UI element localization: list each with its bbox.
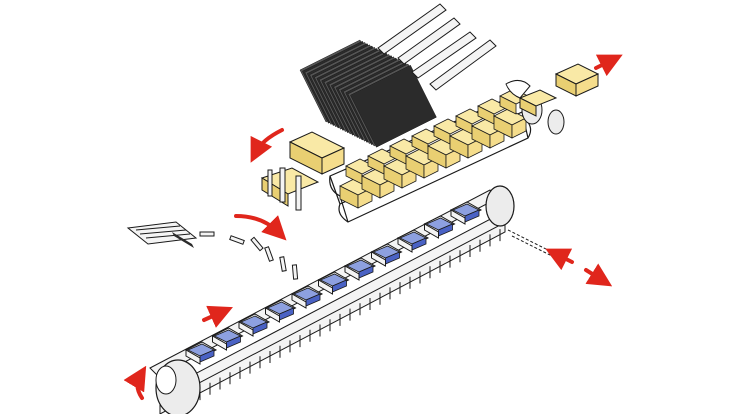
leaflet-sheet xyxy=(229,235,245,245)
conveyor-infeed-arrow xyxy=(202,305,233,328)
product-item xyxy=(343,257,377,281)
product-item xyxy=(211,327,244,351)
product-item xyxy=(317,271,350,295)
carton-flow-arrow xyxy=(250,128,284,163)
finished-carton xyxy=(505,63,600,117)
product-item xyxy=(237,313,271,337)
carton-item xyxy=(339,158,377,209)
adjust-arrow xyxy=(545,248,613,287)
product-item xyxy=(423,215,456,239)
leaflet-sheet xyxy=(250,236,264,252)
product-item xyxy=(396,229,430,253)
leaflet-sheet xyxy=(279,256,287,272)
carton-transport-frame xyxy=(329,88,565,223)
product-item xyxy=(370,243,403,267)
output-arrow xyxy=(594,54,623,77)
leaflet-sheet xyxy=(199,231,215,237)
product-conveyor xyxy=(149,185,553,414)
rear-roller xyxy=(485,185,515,227)
return-arrow xyxy=(123,365,147,400)
carton-erector xyxy=(260,131,346,211)
leaflet-sheet xyxy=(264,246,274,262)
product-item xyxy=(290,285,324,309)
drive-shaft xyxy=(507,229,553,257)
product-item xyxy=(449,201,483,225)
product-item xyxy=(184,341,218,365)
carton-blank-magazine xyxy=(299,3,497,148)
carton-item xyxy=(383,138,421,189)
leaflet-sheet xyxy=(291,264,299,280)
product-item xyxy=(264,299,297,323)
leaflet-feeder xyxy=(126,221,299,280)
blank-feed-arrow xyxy=(234,214,287,241)
carton-item xyxy=(361,148,399,199)
carton-item xyxy=(493,88,531,139)
